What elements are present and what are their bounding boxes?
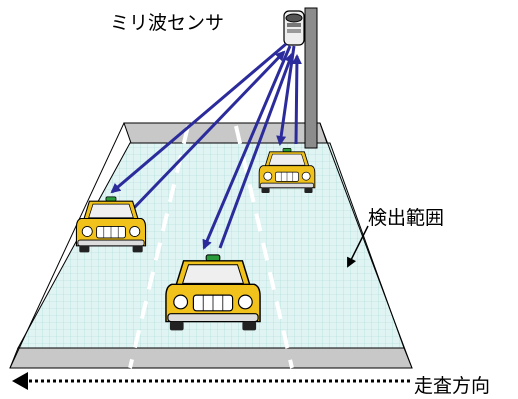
- scan-direction-label: 走査方向: [414, 375, 491, 397]
- sensor-pole: [304, 7, 318, 149]
- signal-path-center-return: [218, 52, 294, 249]
- road-band-near: [9, 347, 413, 369]
- detection-range-label: 検出範囲: [368, 207, 445, 229]
- dotted-arrow-left-icon: [12, 372, 410, 390]
- lane-mark-right: [234, 125, 294, 369]
- radar-sensor-icon: [283, 10, 305, 46]
- detection-range-pointer: [347, 225, 369, 268]
- signal-paths: [110, 42, 302, 250]
- lane-mark-left: [128, 125, 190, 369]
- signal-path-center-out: [202, 45, 292, 250]
- signal-path-left-return: [130, 50, 286, 212]
- signal-path-right-return: [291, 54, 302, 145]
- sensor-label: ミリ波センサ: [110, 12, 225, 34]
- signal-path-right-out: [276, 45, 296, 146]
- signal-path-left-out: [110, 42, 287, 194]
